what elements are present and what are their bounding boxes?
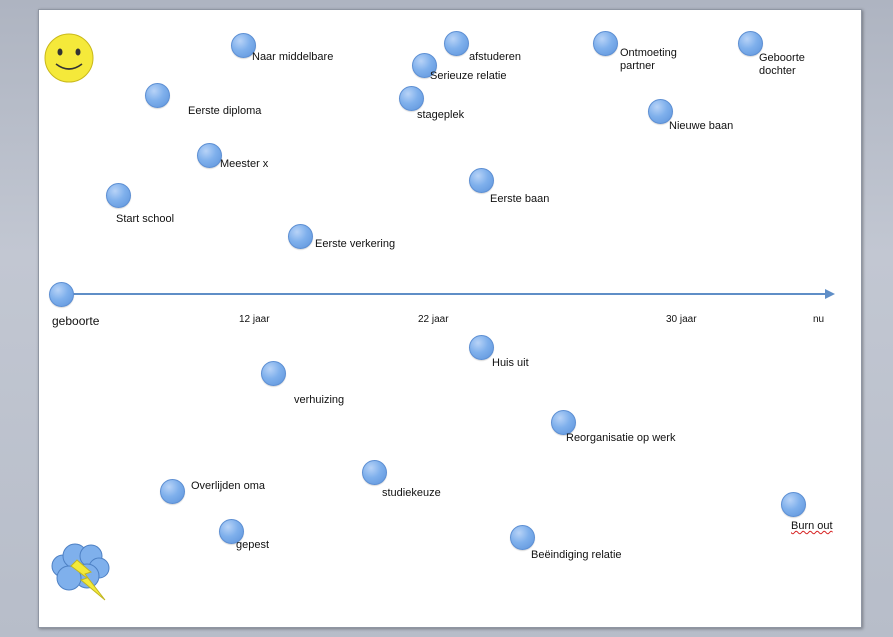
axis-label-birth: geboorte <box>52 314 100 328</box>
event-dot <box>469 335 494 360</box>
event-label: Beëindiging relatie <box>531 549 622 561</box>
event-label: Huis uit <box>492 357 529 369</box>
event-label: Serieuze relatie <box>430 70 507 82</box>
event-dot <box>399 86 424 111</box>
event-label: gepest <box>236 539 270 551</box>
storm-cloud-icon <box>51 543 110 601</box>
event-dot <box>444 31 469 56</box>
timeline-slide: geboorte 12 jaar 22 jaar 30 jaar nu Naar… <box>38 9 862 628</box>
event-dot <box>106 183 131 208</box>
event-dot <box>738 31 763 56</box>
event-label: verhuizing <box>294 394 345 406</box>
smiley-icon <box>44 33 94 83</box>
event-dot <box>160 479 185 504</box>
event-label: Nieuwe baan <box>669 120 734 132</box>
event-label: studiekeuze <box>382 487 441 499</box>
axis-label-22: 22 jaar <box>418 314 449 325</box>
event-label: Burn out <box>791 520 833 532</box>
event-dot <box>288 224 313 249</box>
event-label: Geboorte dochter <box>759 52 805 77</box>
event-label: Overlijden oma <box>191 480 265 492</box>
event-dot <box>197 143 222 168</box>
event-label: Naar middelbare <box>252 51 334 63</box>
event-dot <box>145 83 170 108</box>
event-dot <box>362 460 387 485</box>
axis-label-now: nu <box>813 314 825 325</box>
event-dot <box>510 525 535 550</box>
event-dot <box>261 361 286 386</box>
event-label: stageplek <box>417 109 465 121</box>
event-label: afstuderen <box>469 51 521 63</box>
event-dot <box>593 31 618 56</box>
axis-label-12: 12 jaar <box>239 314 270 325</box>
event-dot <box>231 33 256 58</box>
event-label: Meester x <box>220 158 269 170</box>
event-dot <box>219 519 244 544</box>
axis-label-30: 30 jaar <box>666 314 697 325</box>
event-dot <box>648 99 673 124</box>
event-label: Eerste diploma <box>188 105 262 117</box>
event-dot <box>551 410 576 435</box>
event-label: Eerste baan <box>490 193 550 205</box>
event-label: Eerste verkering <box>315 238 396 250</box>
event-label: Start school <box>116 213 175 225</box>
event-dot <box>469 168 494 193</box>
event-dot <box>781 492 806 517</box>
event-label: Ontmoeting partner <box>620 47 677 72</box>
event-dot <box>412 53 437 78</box>
event-label: Reorganisatie op werk <box>566 432 676 444</box>
birth-dot <box>49 282 74 307</box>
timeline-axis <box>61 289 835 299</box>
